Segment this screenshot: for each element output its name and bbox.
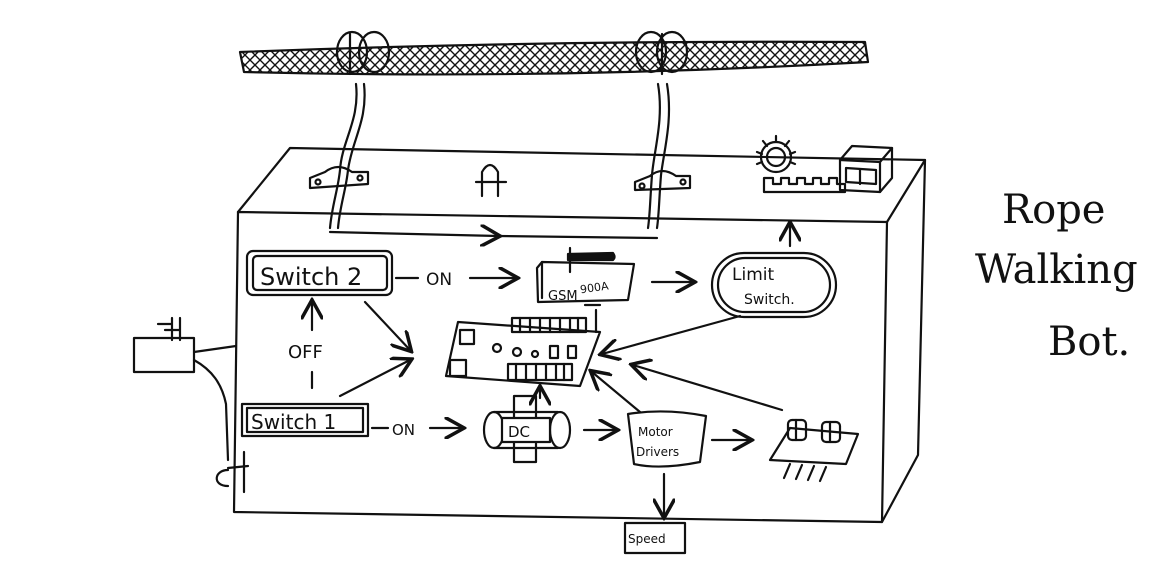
gsm-model-label: 900A [579,279,610,296]
dc-motor-label: DC [508,423,530,441]
speed-label: Speed [628,532,666,546]
off-label: OFF [288,342,323,363]
switch-2-box [245,249,394,297]
motor-drivers-box [626,410,708,468]
title-line-2: Walking [975,247,1138,293]
speed-box [623,521,687,555]
on-label-top: ON [426,270,452,290]
title-line-3: Bot. [1048,319,1131,365]
pulley-left-icon [335,30,391,76]
title-line-1: Rope [1002,187,1106,233]
gsm-label: GSM [548,289,578,304]
switch-1-label: Switch 1 [251,410,336,434]
battery-icon [132,316,238,462]
limit-switch-label-line1: Limit [732,265,774,285]
ultrasonic-sensor-icon [768,418,860,483]
hanger-left [308,82,370,230]
limit-switch-shape [710,251,838,319]
motor-drivers-label-line2: Drivers [636,445,679,459]
motor-block-icon [838,144,894,194]
ground-connector-icon [215,450,250,494]
antenna-icon [474,163,508,198]
switch-2-label: Switch 2 [260,263,362,291]
bot-box [232,146,927,524]
rope [238,40,870,76]
gear-rack-icon [755,134,847,194]
motor-drivers-label-line1: Motor [638,425,673,439]
switch-1-box [240,402,370,438]
microcontroller-board-icon [444,308,602,388]
dc-motor-icon [482,388,572,464]
pulley-right-icon [634,30,689,76]
limit-switch-label-line2: Switch. [744,292,795,308]
gsm-module-icon [535,246,636,307]
on-label-bottom: ON [392,421,415,439]
hanger-right [633,82,692,230]
